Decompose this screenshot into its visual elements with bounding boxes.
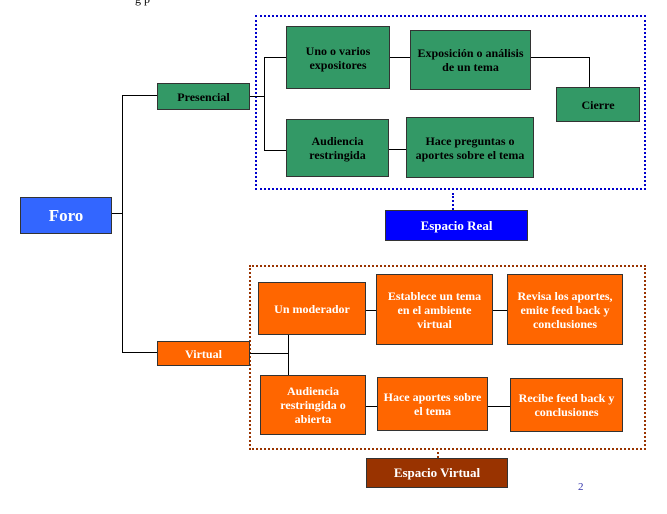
espacio-real-frame — [255, 15, 646, 190]
node-expositores: Uno o varios expositores — [286, 26, 390, 89]
node-presencial: Presencial — [157, 83, 250, 110]
node-establece-tema: Establece un tema en el ambiente virtual — [376, 274, 493, 345]
node-hace-preguntas: Hace preguntas o aportes sobre el tema — [406, 117, 534, 178]
top-text-fragment: g p — [135, 0, 150, 7]
espacio-real-connector — [452, 193, 454, 210]
node-foro: Foro — [20, 197, 112, 234]
node-virtual: Virtual — [157, 341, 250, 366]
node-cierre: Cierre — [556, 87, 640, 122]
label-espacio-real: Espacio Real — [385, 210, 528, 241]
node-moderador: Un moderador — [258, 282, 366, 335]
node-audiencia-restringida: Audiencia restringida — [286, 119, 389, 177]
espacio-virtual-connector — [437, 452, 439, 458]
label-espacio-virtual: Espacio Virtual — [366, 458, 508, 488]
node-exposicion: Exposición o análisis de un tema — [410, 30, 531, 90]
node-hace-aportes: Hace aportes sobre el tema — [377, 377, 488, 431]
node-audiencia-abierta: Audiencia restringida o abierta — [260, 375, 366, 435]
espacio-virtual-frame — [249, 265, 646, 450]
page-number: 2 — [578, 481, 584, 493]
node-revisa-aportes: Revisa los aportes, emite feed back y co… — [507, 274, 623, 345]
node-recibe-feedback: Recibe feed back y conclusiones — [510, 378, 623, 432]
